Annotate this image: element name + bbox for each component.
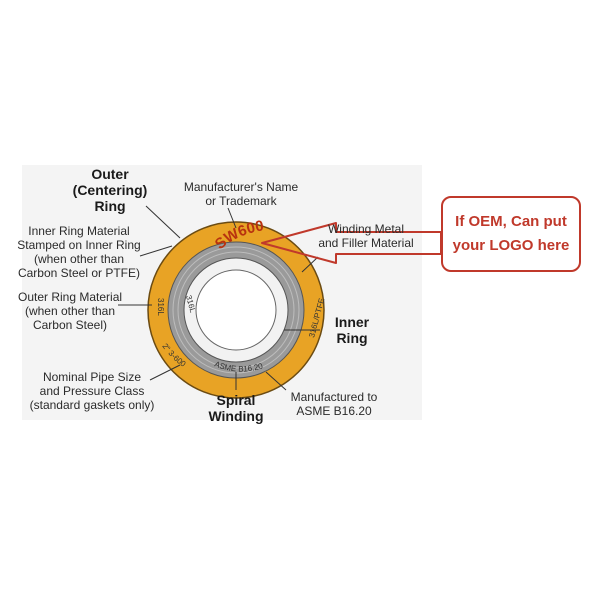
oem-callout-line1: If OEM, Can put bbox=[455, 213, 567, 230]
oem-callout-box: If OEM, Can put your LOGO here bbox=[441, 196, 581, 272]
leader-outer-ring bbox=[145, 205, 181, 239]
label-outer-ring: Outer (Centering) Ring bbox=[72, 166, 148, 214]
label-winding-metal: Winding Metal and Filler Material bbox=[318, 222, 414, 250]
leader-winding-metal bbox=[301, 256, 319, 273]
label-inner-ring: Inner Ring bbox=[334, 314, 370, 346]
oem-arrow bbox=[261, 222, 442, 264]
label-nominal-pipe: Nominal Pipe Size and Pressure Class (st… bbox=[29, 370, 155, 412]
gasket-bore bbox=[195, 269, 277, 351]
leader-inner-ring-material bbox=[139, 245, 173, 257]
label-manufacturer: Manufacturer's Name or Trademark bbox=[183, 180, 299, 208]
outer-left-mark: 316L bbox=[156, 298, 165, 316]
oem-callout-line2: your LOGO here bbox=[452, 237, 570, 254]
leader-manufactured-to bbox=[265, 371, 287, 391]
label-outer-ring-material: Outer Ring Material (when other than Car… bbox=[18, 290, 123, 332]
label-spiral-winding: Spiral Winding bbox=[208, 392, 264, 424]
label-manufactured-to: Manufactured to ASME B16.20 bbox=[290, 390, 378, 418]
label-inner-ring-material: Inner Ring Material Stamped on Inner Rin… bbox=[17, 224, 141, 280]
winding-line bbox=[177, 251, 295, 369]
leader-lines bbox=[118, 205, 320, 391]
leader-manufacturer bbox=[227, 207, 237, 229]
leader-nominal-pipe bbox=[149, 364, 181, 381]
